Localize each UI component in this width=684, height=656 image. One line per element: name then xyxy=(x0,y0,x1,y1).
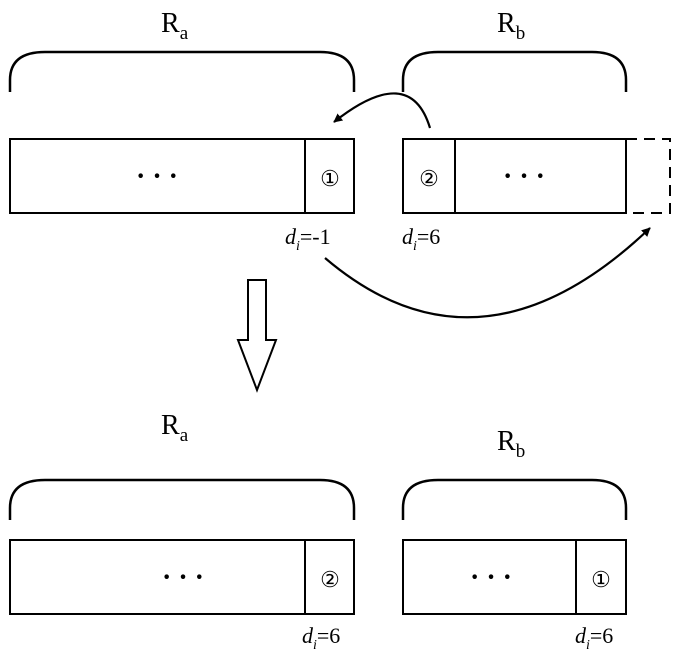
bottom-array-b-ellipsis: · · · xyxy=(470,562,512,593)
top-array-b-ellipsis: · · · xyxy=(503,161,545,192)
top-brace-b xyxy=(403,52,626,92)
top-label-a: di=-1 xyxy=(285,224,331,254)
bottom-array-a-ellipsis: · · · xyxy=(162,562,204,593)
top-brace-a xyxy=(10,52,354,92)
transition-down-arrow xyxy=(238,280,276,390)
bottom-brace-b xyxy=(403,480,626,520)
bottom-label-b: di=6 xyxy=(575,623,613,653)
top-array-a xyxy=(10,139,354,213)
bottom-brace-a xyxy=(10,480,354,520)
move-to-a-arrow xyxy=(334,93,430,128)
top-label-b: di=6 xyxy=(402,224,440,254)
top-group-b-label: Rb xyxy=(497,8,525,44)
bottom-label-a: di=6 xyxy=(302,623,340,653)
top-group-a-label: Ra xyxy=(161,8,189,44)
top-item-b: ② xyxy=(419,166,439,191)
top-extension-slot xyxy=(626,139,670,213)
bottom-group-b-label: Rb xyxy=(497,426,525,462)
top-item-a: ① xyxy=(320,166,340,191)
bottom-item-b: ① xyxy=(591,567,611,592)
bottom-item-a: ② xyxy=(320,567,340,592)
bottom-group-a-label: Ra xyxy=(161,410,189,446)
move-to-b-arrow xyxy=(325,228,650,317)
top-array-a-ellipsis: · · · xyxy=(136,161,178,192)
